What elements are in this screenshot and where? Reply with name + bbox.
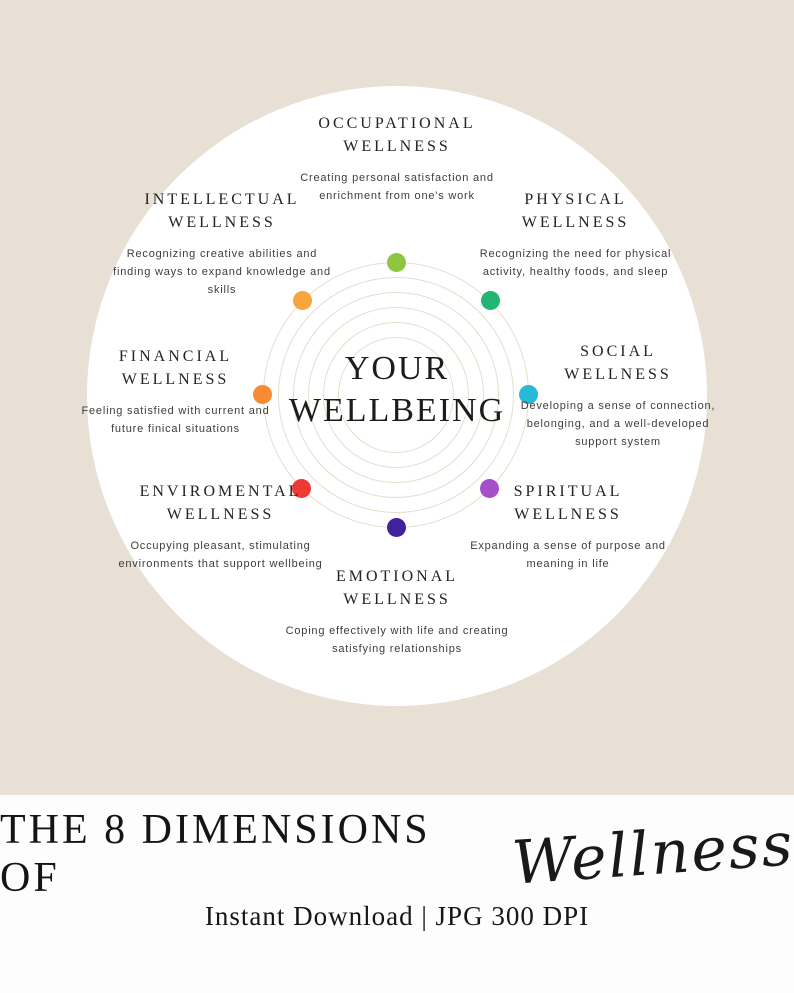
dimension-intellectual: INTELLECTUAL WELLNESS Recognizing creati… [112, 188, 332, 299]
dimension-social: SOCIAL WELLNESS Developing a sense of co… [508, 340, 728, 451]
dimension-description: Feeling satisfied with current and futur… [81, 405, 270, 435]
dimension-title: SOCIAL WELLNESS [564, 343, 672, 384]
dimension-description: Coping effectively with life and creatin… [285, 625, 509, 655]
footer-heading-main: THE 8 DIMENSIONS OF [0, 807, 431, 901]
dot-environmental-wellness [292, 479, 311, 498]
footer-heading-script: Wellness [509, 809, 794, 899]
dimension-description: Expanding a sense of purpose and meaning… [470, 540, 666, 570]
dot-occupational-wellness [387, 253, 406, 272]
footer-banner: THE 8 DIMENSIONS OF Wellness Instant Dow… [0, 795, 794, 993]
center-title-line2: WELLBEING [288, 392, 506, 429]
poster-top-section: YOUR WELLBEING OCCUPATIONAL WELLNESS Cre… [68, 86, 728, 706]
dot-physical-wellness [481, 291, 500, 310]
dimension-title: OCCUPATIONAL WELLNESS [318, 115, 476, 156]
dot-spiritual-wellness [480, 479, 499, 498]
dimension-title: ENVIROMENTAL WELLNESS [139, 483, 302, 524]
dimension-spiritual: SPIRITUAL WELLNESS Expanding a sense of … [462, 480, 674, 574]
dimension-physical: PHYSICAL WELLNESS Recognizing the need f… [468, 188, 683, 282]
dimension-description: Recognizing creative abilities and findi… [113, 248, 331, 296]
dimension-emotional: EMOTIONAL WELLNESS Coping effectively wi… [285, 565, 509, 659]
dimension-description: Creating personal satisfaction and enric… [300, 172, 494, 202]
dimension-description: Occupying pleasant, stimulating environm… [118, 540, 323, 570]
dimension-title: INTELLECTUAL WELLNESS [144, 191, 300, 232]
dot-social-wellness [519, 385, 538, 404]
dimension-title: SPIRITUAL WELLNESS [513, 483, 623, 524]
center-title: YOUR WELLBEING [247, 348, 547, 432]
dot-financial-wellness [253, 385, 272, 404]
dot-intellectual-wellness [293, 291, 312, 310]
dimension-title: FINANCIAL WELLNESS [118, 348, 233, 389]
dimension-financial: FINANCIAL WELLNESS Feeling satisfied wit… [68, 345, 283, 439]
dimension-description: Recognizing the need for physical activi… [479, 248, 672, 278]
dot-emotional-wellness [387, 518, 406, 537]
dimension-occupational: OCCUPATIONAL WELLNESS Creating personal … [287, 112, 507, 206]
footer-heading: THE 8 DIMENSIONS OF Wellness [0, 795, 794, 901]
dimension-description: Developing a sense of connection, belong… [520, 400, 716, 448]
dimension-environmental: ENVIROMENTAL WELLNESS Occupying pleasant… [108, 480, 333, 574]
dimension-title: PHYSICAL WELLNESS [521, 191, 630, 232]
footer-subtitle: Instant Download | JPG 300 DPI [204, 901, 590, 931]
dimension-title: EMOTIONAL WELLNESS [335, 568, 459, 609]
center-title-line1: YOUR [344, 350, 450, 387]
